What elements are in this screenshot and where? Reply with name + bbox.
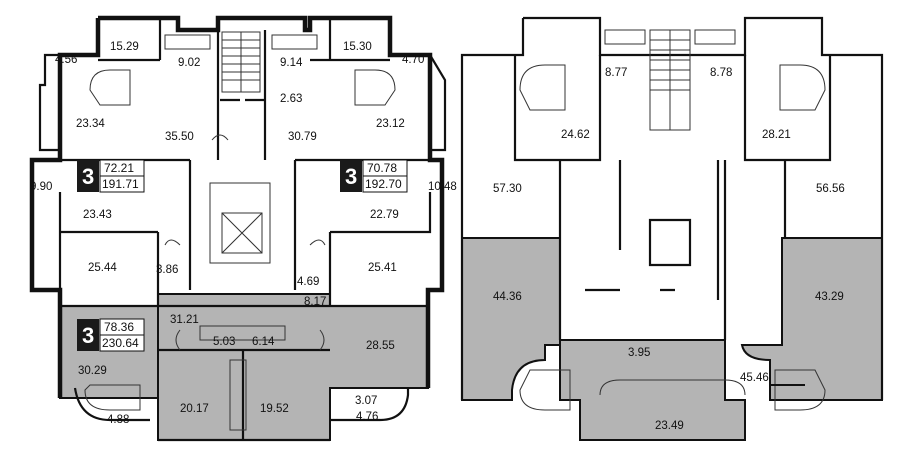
right-spiral-stair-bottom-left	[519, 369, 571, 411]
room-area-label: 6.14	[252, 336, 275, 348]
left-spiral-stair-top-right	[354, 69, 396, 106]
room-area-label: 23.43	[83, 209, 112, 221]
right-balcony-arc	[599, 379, 746, 396]
apartment-badge-1: 3 72.21 191.71	[77, 159, 145, 193]
room-area-label: 28.55	[366, 340, 395, 352]
left-door-arcs	[164, 134, 326, 351]
room-area-label: 3.86	[156, 264, 178, 276]
left-balcony-bottom-left	[73, 387, 150, 422]
room-area-label: 15.29	[110, 41, 139, 53]
room-area-label: 31.21	[170, 314, 199, 326]
room-area-label: 4.88	[107, 414, 129, 426]
room-area-label: 23.12	[376, 118, 405, 130]
room-area-label: 4.56	[55, 54, 77, 66]
room-area-label: 56.56	[816, 183, 845, 195]
room-area-label: 44.36	[493, 291, 522, 303]
room-area-label: 2.63	[280, 93, 302, 105]
room-area-label: 30.79	[288, 131, 317, 143]
apartment-badge-3: 3 78.36 230.64	[77, 318, 145, 352]
left-stair-treads	[222, 32, 260, 92]
left-kitchen-counter	[229, 359, 247, 431]
left-outer-wall	[29, 15, 445, 398]
room-area-label: 4.69	[297, 276, 319, 288]
room-area-label: 43.29	[815, 291, 844, 303]
room-area-label: 22.79	[370, 209, 399, 221]
room-area-label: 28.21	[762, 129, 791, 141]
room-area-label: 4.76	[356, 411, 378, 423]
left-floor-plan: 3 72.21 191.71 3 70.78 192.70 3 78.36 23…	[29, 15, 457, 442]
room-area-label: 30.29	[78, 365, 107, 377]
room-area-label: 3.95	[628, 347, 650, 359]
right-gray-zone-right	[740, 237, 883, 401]
left-balcony-bottom-right	[330, 388, 410, 422]
badge-total-area: 192.70	[365, 177, 402, 191]
room-area-label: 9.90	[30, 181, 52, 193]
badge-total-area: 230.64	[102, 336, 139, 350]
badge-living-area: 70.78	[367, 161, 397, 175]
room-area-label: 35.50	[165, 131, 194, 143]
apartment-badge-2: 3 70.78 192.70	[340, 159, 408, 193]
left-spiral-stair-bottom-left	[84, 384, 141, 411]
badge-living-area: 72.21	[104, 161, 134, 175]
left-spiral-stair-top-left	[89, 69, 131, 106]
right-spiral-stair-top-left	[519, 64, 566, 111]
left-bath-fixture-3	[199, 325, 286, 341]
room-area-label: 3.07	[355, 395, 377, 407]
right-outer-wall	[460, 16, 884, 400]
right-bath-fixture-1	[604, 29, 646, 45]
room-area-label: 15.30	[343, 41, 372, 53]
room-area-label: 5.03	[213, 336, 235, 348]
room-area-label: 25.44	[88, 262, 117, 274]
right-stair-treads	[650, 30, 690, 130]
room-area-label: 8.78	[710, 67, 732, 79]
badge-rooms: 3	[82, 164, 94, 189]
left-bath-fixture-1	[164, 34, 211, 50]
left-elevator-cross	[221, 212, 263, 254]
room-area-label: 23.49	[655, 420, 684, 432]
right-gray-zone-center	[559, 339, 746, 441]
room-area-label: 19.52	[260, 403, 289, 415]
left-balcony-top-left	[38, 53, 60, 152]
room-area-label: 9.14	[280, 57, 303, 69]
badge-total-area: 191.71	[102, 177, 139, 191]
room-area-label: 4.70	[402, 54, 424, 66]
right-floor-plan: 8.77 8.78 24.62 28.21 57.30 56.56 44.36 …	[460, 16, 884, 441]
room-area-label: 25.41	[368, 262, 397, 274]
left-lift-shaft	[209, 182, 271, 264]
right-spiral-stair-top-right	[779, 64, 826, 111]
right-gray-zone-left	[461, 237, 561, 401]
badge-rooms: 3	[82, 323, 94, 348]
left-bath-fixture-2	[271, 34, 318, 50]
room-area-label: 8.17	[304, 296, 326, 308]
room-area-label: 20.17	[180, 403, 209, 415]
left-elevator	[221, 212, 263, 254]
right-bath-fixture-2	[694, 29, 736, 45]
room-area-label: 23.34	[76, 118, 105, 130]
room-area-label: 57.30	[493, 183, 522, 195]
right-interior-walls	[513, 55, 832, 340]
left-balcony-top-right	[429, 54, 447, 152]
badge-living-area: 78.36	[104, 320, 134, 334]
room-area-label: 9.02	[178, 57, 200, 69]
right-spiral-stair-bottom-right	[774, 369, 826, 411]
room-area-label: 24.62	[561, 129, 590, 141]
room-area-label: 10.48	[428, 181, 457, 193]
badge-rooms: 3	[345, 164, 357, 189]
room-area-label: 45.46	[740, 372, 769, 384]
room-area-label: 8.77	[605, 67, 627, 79]
